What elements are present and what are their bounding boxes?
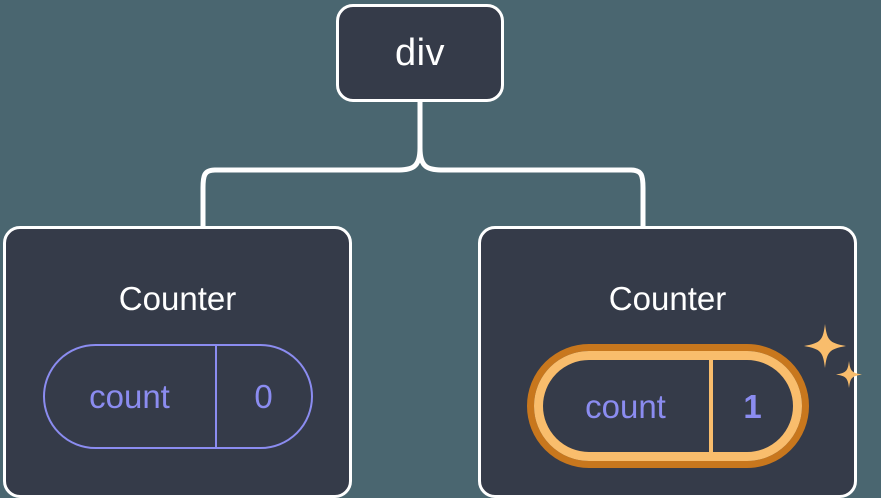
node-counter-left[interactable]: Counter count 0 bbox=[3, 226, 352, 498]
node-root[interactable]: div bbox=[336, 4, 504, 102]
node-counter-right[interactable]: Counter count 1 bbox=[478, 226, 862, 498]
sparkle-group bbox=[803, 324, 862, 388]
state-pill-wrap-left: count 0 bbox=[42, 344, 313, 449]
node-root-label: div bbox=[394, 32, 446, 74]
state-pill-right-highlight[interactable]: count 1 bbox=[526, 344, 809, 468]
node-counter-left-label: Counter bbox=[118, 280, 237, 317]
node-counter-right-label: Counter bbox=[608, 280, 727, 317]
state-value-right: 1 bbox=[743, 387, 762, 425]
state-pill-left[interactable]: count 0 bbox=[42, 344, 313, 449]
state-value-left: 0 bbox=[254, 378, 273, 415]
sparkle-icon-large bbox=[803, 324, 846, 368]
state-pill-wrap-right: count 1 bbox=[526, 324, 862, 468]
state-key-left: count bbox=[45, 346, 217, 447]
state-key-right: count bbox=[543, 360, 713, 452]
state-pill-right: count 1 bbox=[533, 351, 802, 461]
